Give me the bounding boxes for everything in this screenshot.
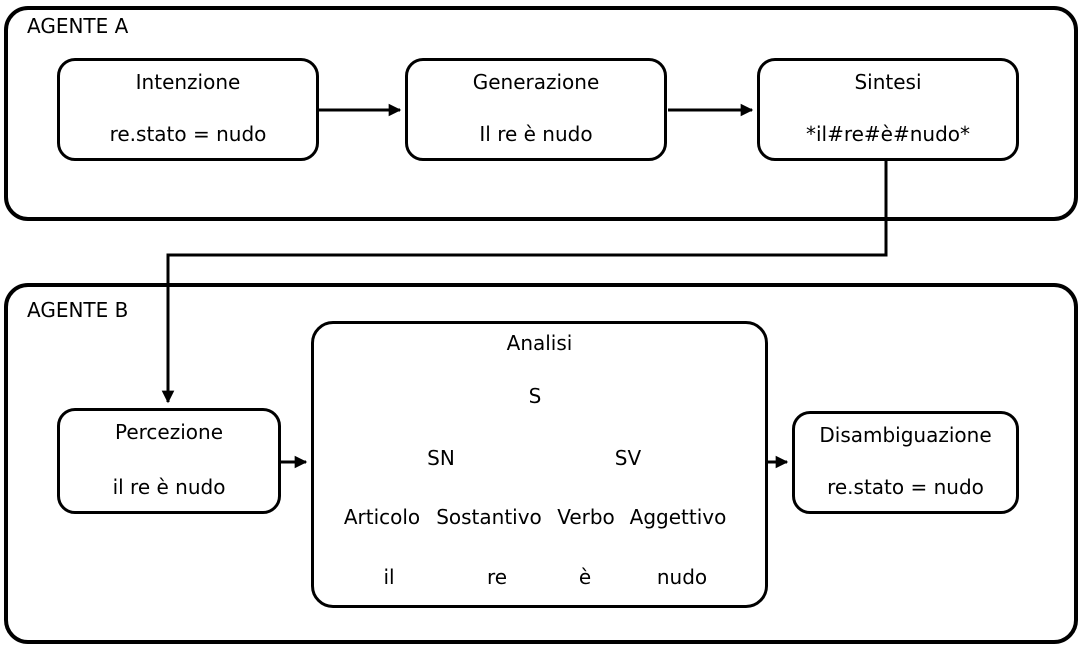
disambiguazione-box: Disambiguazione re.stato = nudo [792,411,1019,514]
generazione-title: Generazione [472,70,600,94]
intenzione-title: Intenzione [135,70,241,94]
tree-node-sostantivo: Sostantivo [436,505,542,529]
analisi-box: Analisi [311,321,768,608]
tree-leaf-il: il [383,565,395,589]
tree-node-articolo: Articolo [343,505,421,529]
percezione-box: Percezione il re è nudo [57,408,281,514]
disambiguazione-title: Disambiguazione [819,423,992,447]
tree-node-sn: SN [427,446,455,470]
tree-leaf-nudo: nudo [656,565,708,589]
tree-leaf-re: re [486,565,508,589]
agent-a-container [4,6,1078,221]
sintesi-title: Sintesi [854,70,922,94]
tree-node-verbo: Verbo [557,505,615,529]
tree-node-sv: SV [614,446,642,470]
generazione-box: Generazione Il re è nudo [405,58,667,161]
tree-node-s: S [528,384,542,408]
generazione-value: Il re è nudo [479,122,593,146]
agent-b-label: AGENTE B [27,298,129,322]
sintesi-value: *il#re#è#nudo* [805,122,971,146]
intenzione-box: Intenzione re.stato = nudo [57,58,319,161]
agent-b-container [4,283,1078,644]
percezione-title: Percezione [114,420,223,444]
tree-node-aggettivo: Aggettivo [629,505,727,529]
intenzione-value: re.stato = nudo [109,122,267,146]
agent-a-label: AGENTE A [27,14,129,38]
sintesi-box: Sintesi *il#re#è#nudo* [757,58,1019,161]
disambiguazione-value: re.stato = nudo [827,475,984,499]
percezione-value: il re è nudo [112,475,226,499]
tree-leaf-e: è [578,565,592,589]
analisi-title: Analisi [506,331,573,355]
